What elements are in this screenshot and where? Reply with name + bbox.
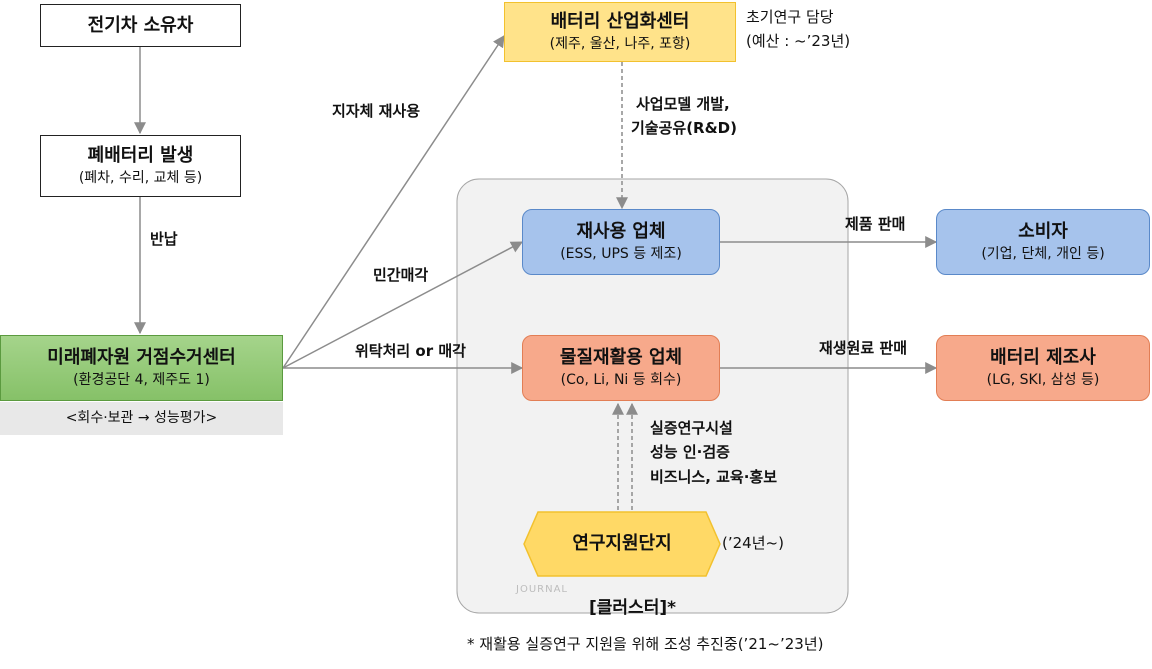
research-complex-shape (523, 511, 721, 577)
recycling-company-title: 물질재활용 업체 (559, 346, 683, 368)
battery-maker-title: 배터리 제조사 (990, 346, 1096, 368)
label-cluster: [클러스터]* (589, 598, 676, 618)
battery-center-box: 배터리 산업화센터 (제주, 울산, 나주, 포항) (504, 2, 736, 62)
label-product-sale: 제품 판매 (845, 215, 906, 233)
recycling-company-sub: (Co, Li, Ni 등 회수) (560, 372, 682, 389)
label-business-model-2: 기술공유(R&D) (631, 119, 737, 137)
label-early-research-2: (예산 : ~’23년) (746, 32, 851, 50)
waste-battery-title: 폐배터리 발생 (87, 144, 194, 166)
battery-maker-box: 배터리 제조사 (LG, SKI, 삼성 등) (936, 335, 1150, 401)
label-local-reuse: 지자체 재사용 (332, 102, 421, 120)
label-research-2: 성능 인·검증 (650, 443, 730, 461)
research-complex-title: 연구지원단지 (572, 533, 672, 555)
battery-center-sub: (제주, 울산, 나주, 포항) (549, 36, 691, 53)
label-business-model-1: 사업모델 개발, (636, 95, 730, 113)
label-material-sale: 재생원료 판매 (819, 339, 908, 357)
reuse-company-sub: (ESS, UPS 등 제조) (560, 246, 682, 263)
reuse-company-title: 재사용 업체 (576, 220, 666, 242)
collection-center-box: 미래폐자원 거점수거센터 (환경공단 4, 제주도 1) (0, 335, 283, 401)
label-return: 반납 (150, 230, 178, 248)
label-consign: 위탁처리 or 매각 (355, 342, 466, 360)
ev-owner-title: 전기차 소유차 (87, 14, 194, 36)
collection-center-note: <회수·보관 → 성능평가> (0, 402, 283, 435)
watermark-text: JOURNAL (516, 584, 568, 595)
footnote: * 재활용 실증연구 지원을 위해 조성 추진중(’21~’23년) (467, 635, 824, 653)
battery-center-title: 배터리 산업화센터 (550, 10, 690, 32)
collection-center-title: 미래폐자원 거점수거센터 (47, 346, 236, 368)
recycling-company-box: 물질재활용 업체 (Co, Li, Ni 등 회수) (522, 335, 720, 401)
reuse-company-box: 재사용 업체 (ESS, UPS 등 제조) (522, 209, 720, 275)
arrow-center-to-reuse (282, 241, 524, 369)
research-complex-box: 연구지원단지 (524, 512, 720, 576)
label-early-research-1: 초기연구 담당 (746, 8, 834, 26)
label-research-period: (’24년~) (722, 534, 784, 552)
label-research-1: 실증연구시설 (650, 419, 733, 437)
ev-owner-box: 전기차 소유차 (40, 4, 241, 47)
collection-center-note-text: <회수·보관 → 성능평가> (65, 410, 218, 427)
waste-battery-sub: (폐차, 수리, 교체 등) (78, 170, 203, 187)
waste-battery-box: 폐배터리 발생 (폐차, 수리, 교체 등) (40, 135, 241, 197)
battery-maker-sub: (LG, SKI, 삼성 등) (986, 372, 1100, 389)
label-research-3: 비즈니스, 교육·홍보 (650, 468, 778, 486)
consumer-title: 소비자 (1018, 220, 1068, 242)
label-private-sale: 민간매각 (373, 266, 429, 284)
consumer-box: 소비자 (기업, 단체, 개인 등) (936, 209, 1150, 275)
arrow-center-to-industry (282, 35, 505, 369)
consumer-sub: (기업, 단체, 개인 등) (981, 246, 1105, 263)
collection-center-sub: (환경공단 4, 제주도 1) (73, 372, 210, 389)
